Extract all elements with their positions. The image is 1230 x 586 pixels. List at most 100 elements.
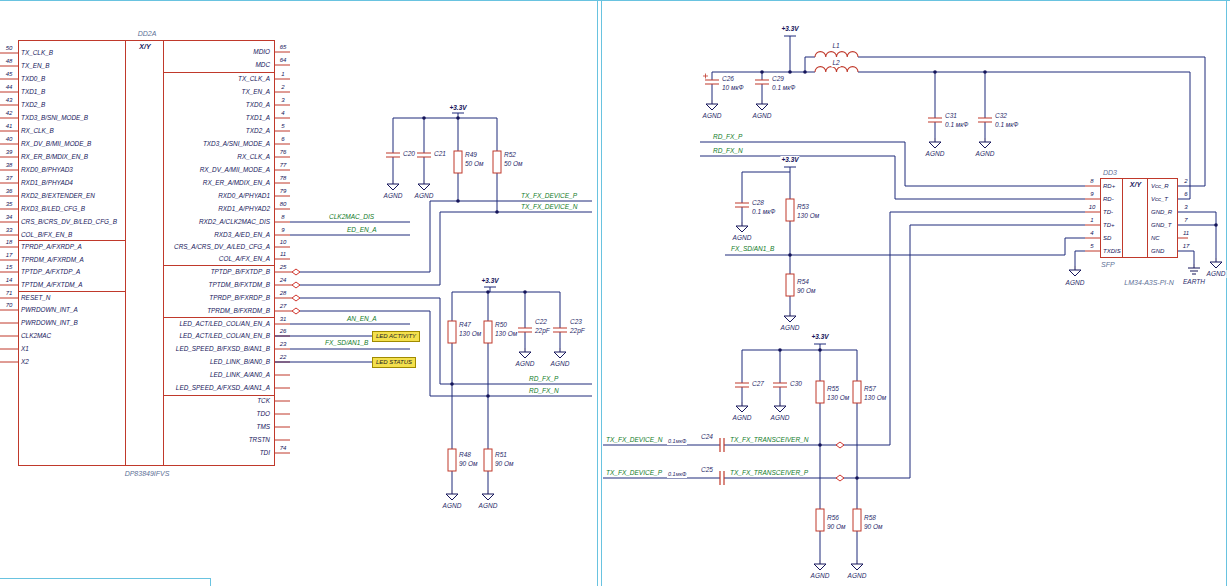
connector-wire bbox=[275, 336, 372, 337]
node-text: SFP bbox=[1101, 261, 1115, 269]
inductor-symbol bbox=[815, 52, 858, 72]
pin-number: 8 bbox=[280, 214, 285, 221]
component-label: AGND bbox=[515, 360, 536, 368]
component-label: AGND bbox=[780, 324, 801, 332]
capacitor-symbols bbox=[386, 74, 992, 486]
junction-dots bbox=[422, 70, 1218, 480]
pin-name: RXD0_A/PHYAD1 bbox=[217, 192, 271, 200]
net-label: FX_SD/AN1_B bbox=[730, 245, 775, 253]
net-label: AN_EN_A bbox=[346, 315, 378, 323]
pin-name: TXD1_B bbox=[20, 88, 46, 96]
pin-name: RXD3_A/ED_EN_A bbox=[213, 231, 271, 239]
component-label: C24 bbox=[700, 433, 714, 441]
component-label: AGND bbox=[1065, 279, 1086, 287]
pin-number: 36 bbox=[5, 188, 14, 195]
node-text: LM34-A3S-PI-N bbox=[1124, 279, 1173, 287]
pin-number: 8 bbox=[1089, 178, 1094, 185]
pin-name: CRS_B/CRS_DV_B/LED_CFG_B bbox=[20, 218, 118, 226]
pin-name: TX_EN_A bbox=[241, 88, 271, 96]
component-label: 130 Ом bbox=[863, 394, 887, 402]
component-label: R57 bbox=[863, 385, 877, 393]
pin-number: 65 bbox=[279, 44, 288, 51]
pin-number: 48 bbox=[5, 58, 14, 65]
sfp-module-symbol: DD3X/YSFPLM34-A3S-PI-N bbox=[1100, 178, 1178, 258]
pin-name: TXD3_A/SNI_MODE_A bbox=[202, 140, 271, 148]
component-label: 50 Ом bbox=[503, 160, 524, 168]
node-text: X/Y bbox=[139, 43, 150, 51]
pin-number: 64 bbox=[279, 57, 288, 64]
component-label: R50 bbox=[494, 321, 508, 329]
pin-name: RD+ bbox=[1102, 182, 1116, 190]
component-label: R47 bbox=[458, 321, 472, 329]
pin-number: 77 bbox=[279, 162, 288, 169]
pin-number: 25 bbox=[279, 264, 288, 271]
pin-number: 10 bbox=[1088, 204, 1097, 211]
component-label: AGND bbox=[975, 150, 996, 158]
node-text: DD3 bbox=[1103, 169, 1117, 177]
power-label: +3.3V bbox=[810, 333, 829, 341]
component-label: AGND bbox=[770, 414, 791, 422]
pin-name: LED_LINK_A/AN0_A bbox=[209, 371, 271, 379]
pin-number: 24 bbox=[279, 277, 288, 284]
led-port-label: LED STATUS bbox=[372, 357, 416, 368]
pin-name: Vcc_R bbox=[1150, 182, 1170, 190]
pin-name: LED_SPEED_B/FXSD_B/AN1_B bbox=[175, 345, 271, 353]
component-label: C31 bbox=[944, 112, 958, 120]
pin-number: 43 bbox=[5, 97, 14, 104]
pin-name: RX_DV_B/MII_MODE_B bbox=[20, 140, 92, 148]
net-label: RD_FX_P bbox=[528, 375, 559, 383]
pin-number: 35 bbox=[5, 201, 14, 208]
pin-name: CLK2MAC bbox=[20, 332, 52, 340]
pin-name: TXD0_B bbox=[20, 75, 46, 83]
chip-symbol: DD2AX/YDP83849IFVS bbox=[18, 40, 275, 466]
component-label: AGND bbox=[702, 112, 723, 120]
pin-number: 28 bbox=[279, 290, 288, 297]
pin-name: COL_B/FX_EN_B bbox=[20, 231, 73, 239]
component-label: C27 bbox=[751, 380, 765, 388]
pin-number: 37 bbox=[5, 175, 14, 182]
pin-name: RXD0_B/PHYAD3 bbox=[20, 166, 74, 174]
pin-number: 2 bbox=[280, 84, 285, 91]
pin-name: LED_ACT/LED_COL/AN_EN_A bbox=[178, 320, 271, 328]
pin-name: RXD1_B/PHYAD4 bbox=[20, 179, 74, 187]
net-label: FX_SD/AN1_B bbox=[324, 339, 369, 347]
pin-number: 45 bbox=[5, 71, 14, 78]
pin-name: TPRDP_B/FXRDP_B bbox=[208, 294, 271, 302]
component-label: 90 Ом bbox=[494, 460, 515, 468]
component-label: 130 Ом bbox=[458, 330, 482, 338]
pin-stubs bbox=[0, 52, 1188, 453]
pin-name: TX_CLK_A bbox=[237, 75, 271, 83]
pin-number: 10 bbox=[279, 239, 288, 246]
component-label: R52 bbox=[503, 151, 517, 159]
connector-wire bbox=[275, 362, 372, 363]
pin-number: 23 bbox=[279, 341, 288, 348]
pin-number: 71 bbox=[5, 290, 14, 297]
component-label: AGND bbox=[478, 502, 499, 510]
pin-name: TDI bbox=[259, 449, 271, 457]
component-label: 0.1 мкФ bbox=[771, 84, 797, 92]
component-label: AGND bbox=[752, 112, 773, 120]
pin-number: 22 bbox=[279, 354, 288, 361]
ground-symbols bbox=[387, 100, 1222, 570]
pin-name: SD bbox=[1102, 234, 1112, 242]
pin-number: 11 bbox=[279, 251, 287, 258]
component-label: C30 bbox=[789, 380, 803, 388]
pin-name: TPTDM_A/FXTDM_A bbox=[20, 281, 83, 289]
component-label: R54 bbox=[796, 278, 810, 286]
pin-name: TD- bbox=[1102, 208, 1114, 216]
component-label: 10 мкФ bbox=[721, 84, 745, 92]
pin-name: TX_EN_B bbox=[20, 62, 50, 70]
component-label: C21 bbox=[433, 150, 447, 158]
pin-name: LED_SPEED_A/FXSD_A/AN1_A bbox=[175, 384, 271, 392]
power-label: +3.3V bbox=[780, 25, 799, 33]
pin-name: MDIO bbox=[252, 48, 271, 56]
net-label: TX_FX_DEVICE_P bbox=[520, 192, 578, 200]
component-label: AGND bbox=[732, 414, 753, 422]
component-label: 22pF bbox=[569, 327, 586, 335]
pin-number: 40 bbox=[5, 136, 14, 143]
pin-name: RX_CLK_B bbox=[20, 127, 55, 135]
